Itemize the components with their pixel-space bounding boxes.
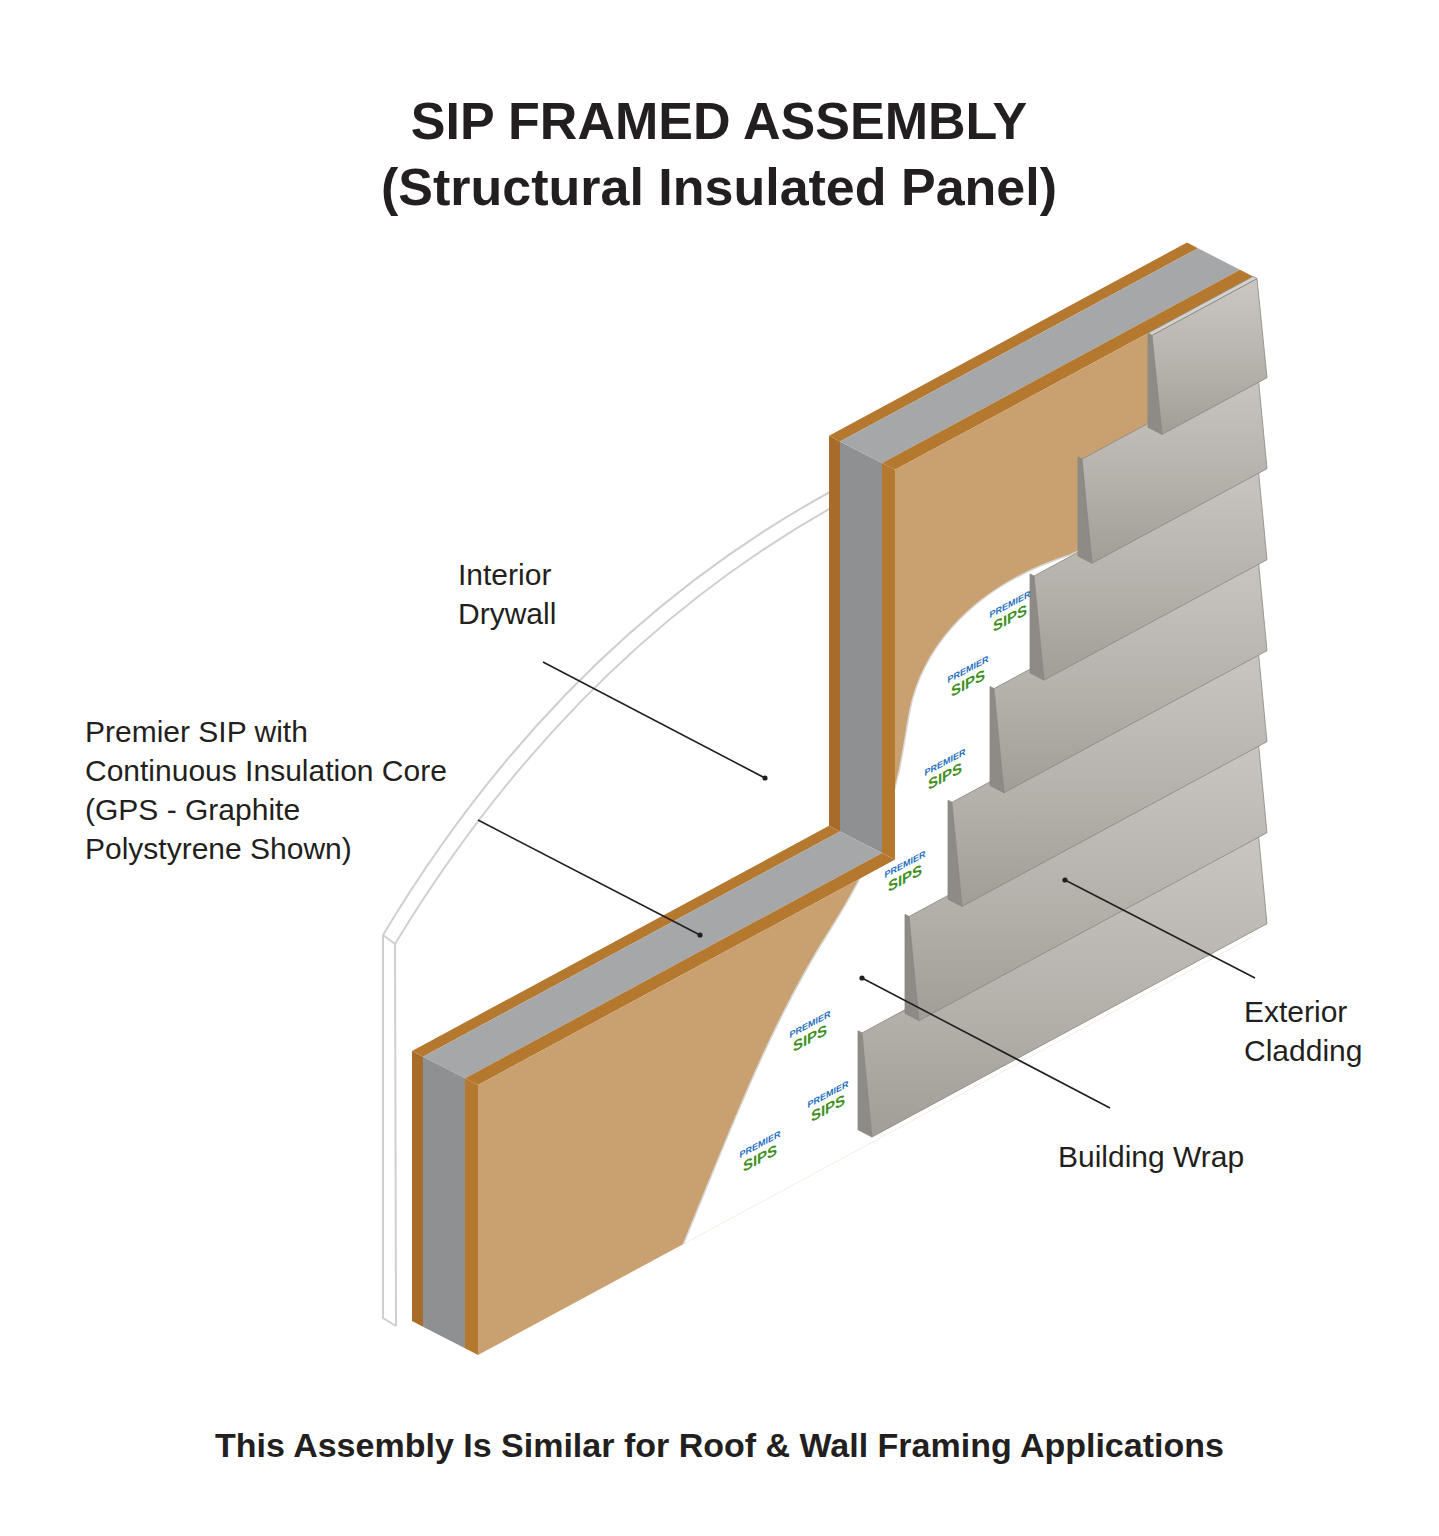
leader-line — [543, 662, 765, 778]
board-top — [1148, 277, 1257, 336]
wrap-logo: PREMIER SIPS — [807, 1073, 848, 1126]
wrap-logo: PREMIER SIPS — [739, 1123, 780, 1176]
osb-edge — [882, 463, 895, 860]
drywall-edge — [383, 935, 396, 1326]
leader-line — [862, 978, 1110, 1108]
wrap-logo: PREMIER SIPS — [789, 1003, 830, 1056]
cladding — [858, 277, 1267, 1138]
part-label: Interior Drywall — [458, 555, 588, 633]
leader-line — [478, 820, 700, 935]
eps-core — [840, 442, 882, 854]
wrap-sheet — [600, 450, 1300, 1400]
osb-edge — [412, 1051, 423, 1327]
building-wrap — [600, 450, 1300, 1400]
wrap-logo: PREMIER SIPS — [924, 741, 965, 794]
wrap-logo: PREMIER SIPS — [989, 583, 1030, 636]
osb-edge — [829, 436, 840, 832]
wrap-logo: PREMIER SIPS — [884, 843, 925, 896]
leader-line — [1065, 880, 1255, 978]
part-label: Building Wrap — [1058, 1137, 1244, 1176]
caption: This Assembly Is Similar for Roof & Wall… — [0, 1424, 1439, 1466]
drywall-edge — [395, 944, 396, 1326]
upper-end-face — [829, 436, 895, 860]
title: SIP FRAMED ASSEMBLY (Structural Insulate… — [319, 88, 1119, 220]
drywall-edge — [383, 935, 395, 944]
lower-end-face — [412, 1051, 478, 1355]
wrap-logo: PREMIER SIPS — [947, 648, 988, 701]
part-label: Premier SIP with Continuous Insulation C… — [85, 712, 453, 868]
osb-edge — [465, 1078, 478, 1355]
part-label: Exterior Cladding — [1244, 992, 1384, 1070]
leader-lines — [478, 662, 1255, 1108]
eps-core — [423, 1057, 465, 1349]
leader-dot — [762, 775, 767, 780]
leader-dot — [697, 932, 702, 937]
leader-dot — [1062, 877, 1067, 882]
leader-dot — [859, 975, 864, 980]
